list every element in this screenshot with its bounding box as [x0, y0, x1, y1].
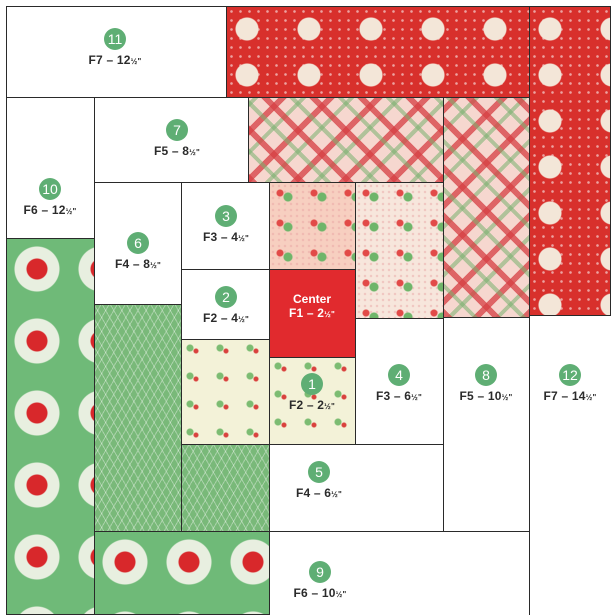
piece-11-block	[6, 6, 227, 98]
piece-10-block	[6, 97, 95, 239]
piece-3-fabric-candy	[269, 182, 356, 270]
piece-6-block	[94, 182, 182, 305]
piece-8-block	[443, 317, 530, 532]
piece-5-fabric-green-check	[181, 444, 270, 532]
piece-6-fabric-green-check	[94, 304, 182, 532]
piece-7-fabric-plaid	[248, 97, 444, 183]
piece-2-fabric-holly	[181, 339, 270, 445]
piece-11-fabric-santa	[226, 6, 530, 98]
piece-3-block	[181, 182, 270, 270]
piece-12-block	[529, 315, 611, 615]
piece-8-fabric-plaid	[443, 97, 530, 318]
piece-1-fabric-holly	[269, 357, 356, 445]
piece-4-fabric-candy	[355, 182, 444, 319]
piece-5-block	[269, 444, 444, 532]
piece-4-block	[355, 318, 444, 445]
piece-2-block	[181, 269, 270, 340]
piece-7-block	[94, 97, 249, 183]
center-fabric-red	[269, 269, 356, 358]
piece-10-fabric-poinsettia	[6, 238, 95, 615]
piece-9-block	[269, 531, 530, 615]
piece-12-fabric-santa	[529, 6, 611, 316]
piece-9-fabric-poinsettia	[94, 531, 270, 615]
